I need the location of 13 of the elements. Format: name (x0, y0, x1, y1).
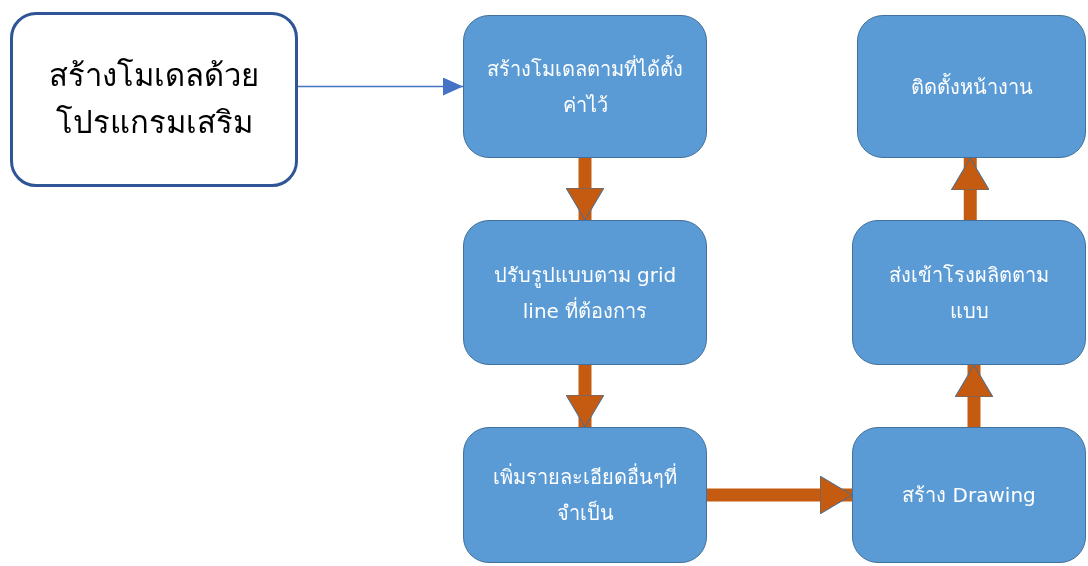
start-box: สร้างโมเดลด้วยโปรแกรมเสริม (10, 12, 298, 187)
process-box: สร้าง Drawing (852, 427, 1086, 563)
process-box: เพิ่มรายละเอียดอื่นๆที่จำเป็น (463, 427, 707, 563)
block-arrow (565, 158, 605, 221)
block-arrow (954, 364, 994, 427)
block-arrow (565, 365, 605, 428)
process-box: สร้างโมเดลตามที่ได้ตั้งค่าไว้ (463, 15, 707, 158)
process-box: ส่งเข้าโรงผลิตตามแบบ (852, 220, 1086, 365)
arrow (297, 77, 464, 96)
block-arrow (707, 475, 853, 515)
process-box: ปรับรูปแบบตาม grid line ที่ต้องการ (463, 220, 707, 365)
process-box: ติดตั้งหน้างาน (857, 15, 1086, 158)
block-arrow (950, 157, 990, 220)
